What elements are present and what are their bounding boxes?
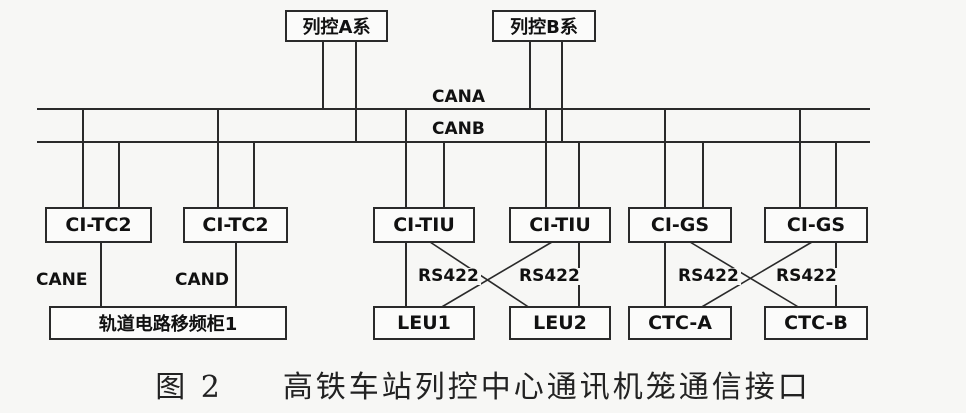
cane-link <box>100 242 102 308</box>
canb-bus-line <box>37 141 870 143</box>
tiu1-leu1-link <box>405 242 407 308</box>
control-b-box: 列控B系 <box>492 10 596 42</box>
ci-tiu-2-cana-link <box>545 108 547 209</box>
gs1-ctca-link <box>664 242 666 308</box>
ci-tiu-1-canb-link <box>443 141 445 209</box>
ci-tc2-1-canb-link <box>118 141 120 209</box>
gs1-ctcb-cross-link <box>689 241 801 309</box>
control-a-cana-link <box>322 40 324 109</box>
rs422-label-2: RS422 <box>517 266 582 286</box>
ci-tiu-2-box: CI-TIU <box>509 207 611 243</box>
rs422-label-1: RS422 <box>416 266 481 286</box>
cana-label: CANA <box>432 87 486 107</box>
ci-tc2-1-box: CI-TC2 <box>45 207 152 243</box>
ci-gs-2-cana-link <box>799 108 801 209</box>
ci-tiu-2-canb-link <box>578 141 580 209</box>
ci-tiu-1-box: CI-TIU <box>373 207 475 243</box>
track-circuit-cabinet-box: 轨道电路移频柜1 <box>49 306 287 340</box>
ctc-a-box: CTC-A <box>628 306 732 340</box>
control-b-cana-link <box>529 40 531 109</box>
figure-title: 高铁车站列控中心通讯机笼通信接口 <box>282 370 811 405</box>
canb-label: CANB <box>432 119 485 139</box>
figure-caption: 图 2 高铁车站列控中心通讯机笼通信接口 <box>0 362 966 406</box>
control-a-canb-link <box>355 40 357 142</box>
ci-gs-1-cana-link <box>664 108 666 209</box>
cana-bus-line <box>37 108 870 110</box>
ci-tiu-1-cana-link <box>405 108 407 209</box>
cand-link <box>235 242 237 308</box>
leu2-box: LEU2 <box>509 306 611 340</box>
control-a-box: 列控A系 <box>285 10 388 42</box>
control-b-canb-link <box>561 40 563 142</box>
ci-tc2-1-cana-link <box>82 108 84 209</box>
ci-tc2-2-cana-link <box>217 108 219 209</box>
ci-gs-1-box: CI-GS <box>628 207 732 243</box>
cane-label: CANE <box>34 270 90 290</box>
ci-gs-2-canb-link <box>835 141 837 209</box>
ci-gs-2-box: CI-GS <box>764 207 868 243</box>
rs422-label-4: RS422 <box>774 266 839 286</box>
ctc-b-box: CTC-B <box>764 306 868 340</box>
ci-tc2-2-box: CI-TC2 <box>183 207 288 243</box>
tiu2-leu1-cross-link <box>439 241 553 309</box>
cand-label: CAND <box>173 270 231 290</box>
ci-gs-1-canb-link <box>702 141 704 209</box>
leu1-box: LEU1 <box>373 306 475 340</box>
rs422-label-3: RS422 <box>676 266 741 286</box>
ci-tc2-2-canb-link <box>253 141 255 209</box>
gs2-ctca-cross-link <box>699 241 813 309</box>
figure-number: 图 2 <box>155 370 223 405</box>
